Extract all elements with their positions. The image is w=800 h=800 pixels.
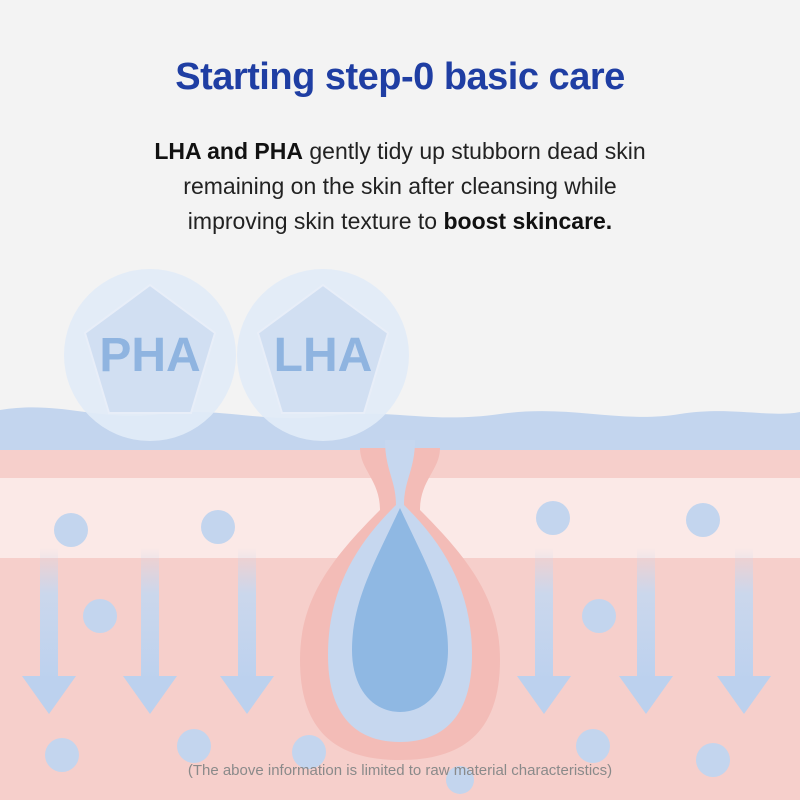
description-line-1: LHA and PHA gently tidy up stubborn dead… — [154, 138, 646, 164]
arrow-down-icon — [517, 548, 571, 714]
arrow-down-icon — [619, 548, 673, 714]
pentagon-shape — [256, 283, 390, 414]
arrow-down-icon — [220, 548, 274, 714]
lha-badge: LHA — [237, 269, 409, 441]
arrow-down-icon — [123, 548, 177, 714]
lha-badge-label: LHA — [274, 329, 373, 382]
pha-badge-label: PHA — [99, 329, 200, 382]
pentagon-shape — [83, 283, 217, 414]
droplet-icon — [352, 508, 448, 712]
page-title: Starting step-0 basic care — [175, 56, 625, 98]
arrow-down-icon — [717, 548, 771, 714]
description-line-3: improving skin texture to boost skincare… — [187, 208, 613, 234]
description-line-2: remaining on the skin after cleansing wh… — [183, 173, 617, 199]
description-text: LHA and PHA gently tidy up stubborn dead… — [100, 134, 700, 239]
disclaimer-footnote: (The above information is limited to raw… — [187, 762, 613, 779]
pha-badge: PHA — [64, 269, 236, 441]
arrow-down-icon — [22, 548, 76, 714]
particle-dots — [45, 501, 730, 794]
description-highlight-ingredients: LHA and PHA — [154, 138, 303, 164]
description-highlight-boost: boost skincare. — [443, 208, 613, 234]
